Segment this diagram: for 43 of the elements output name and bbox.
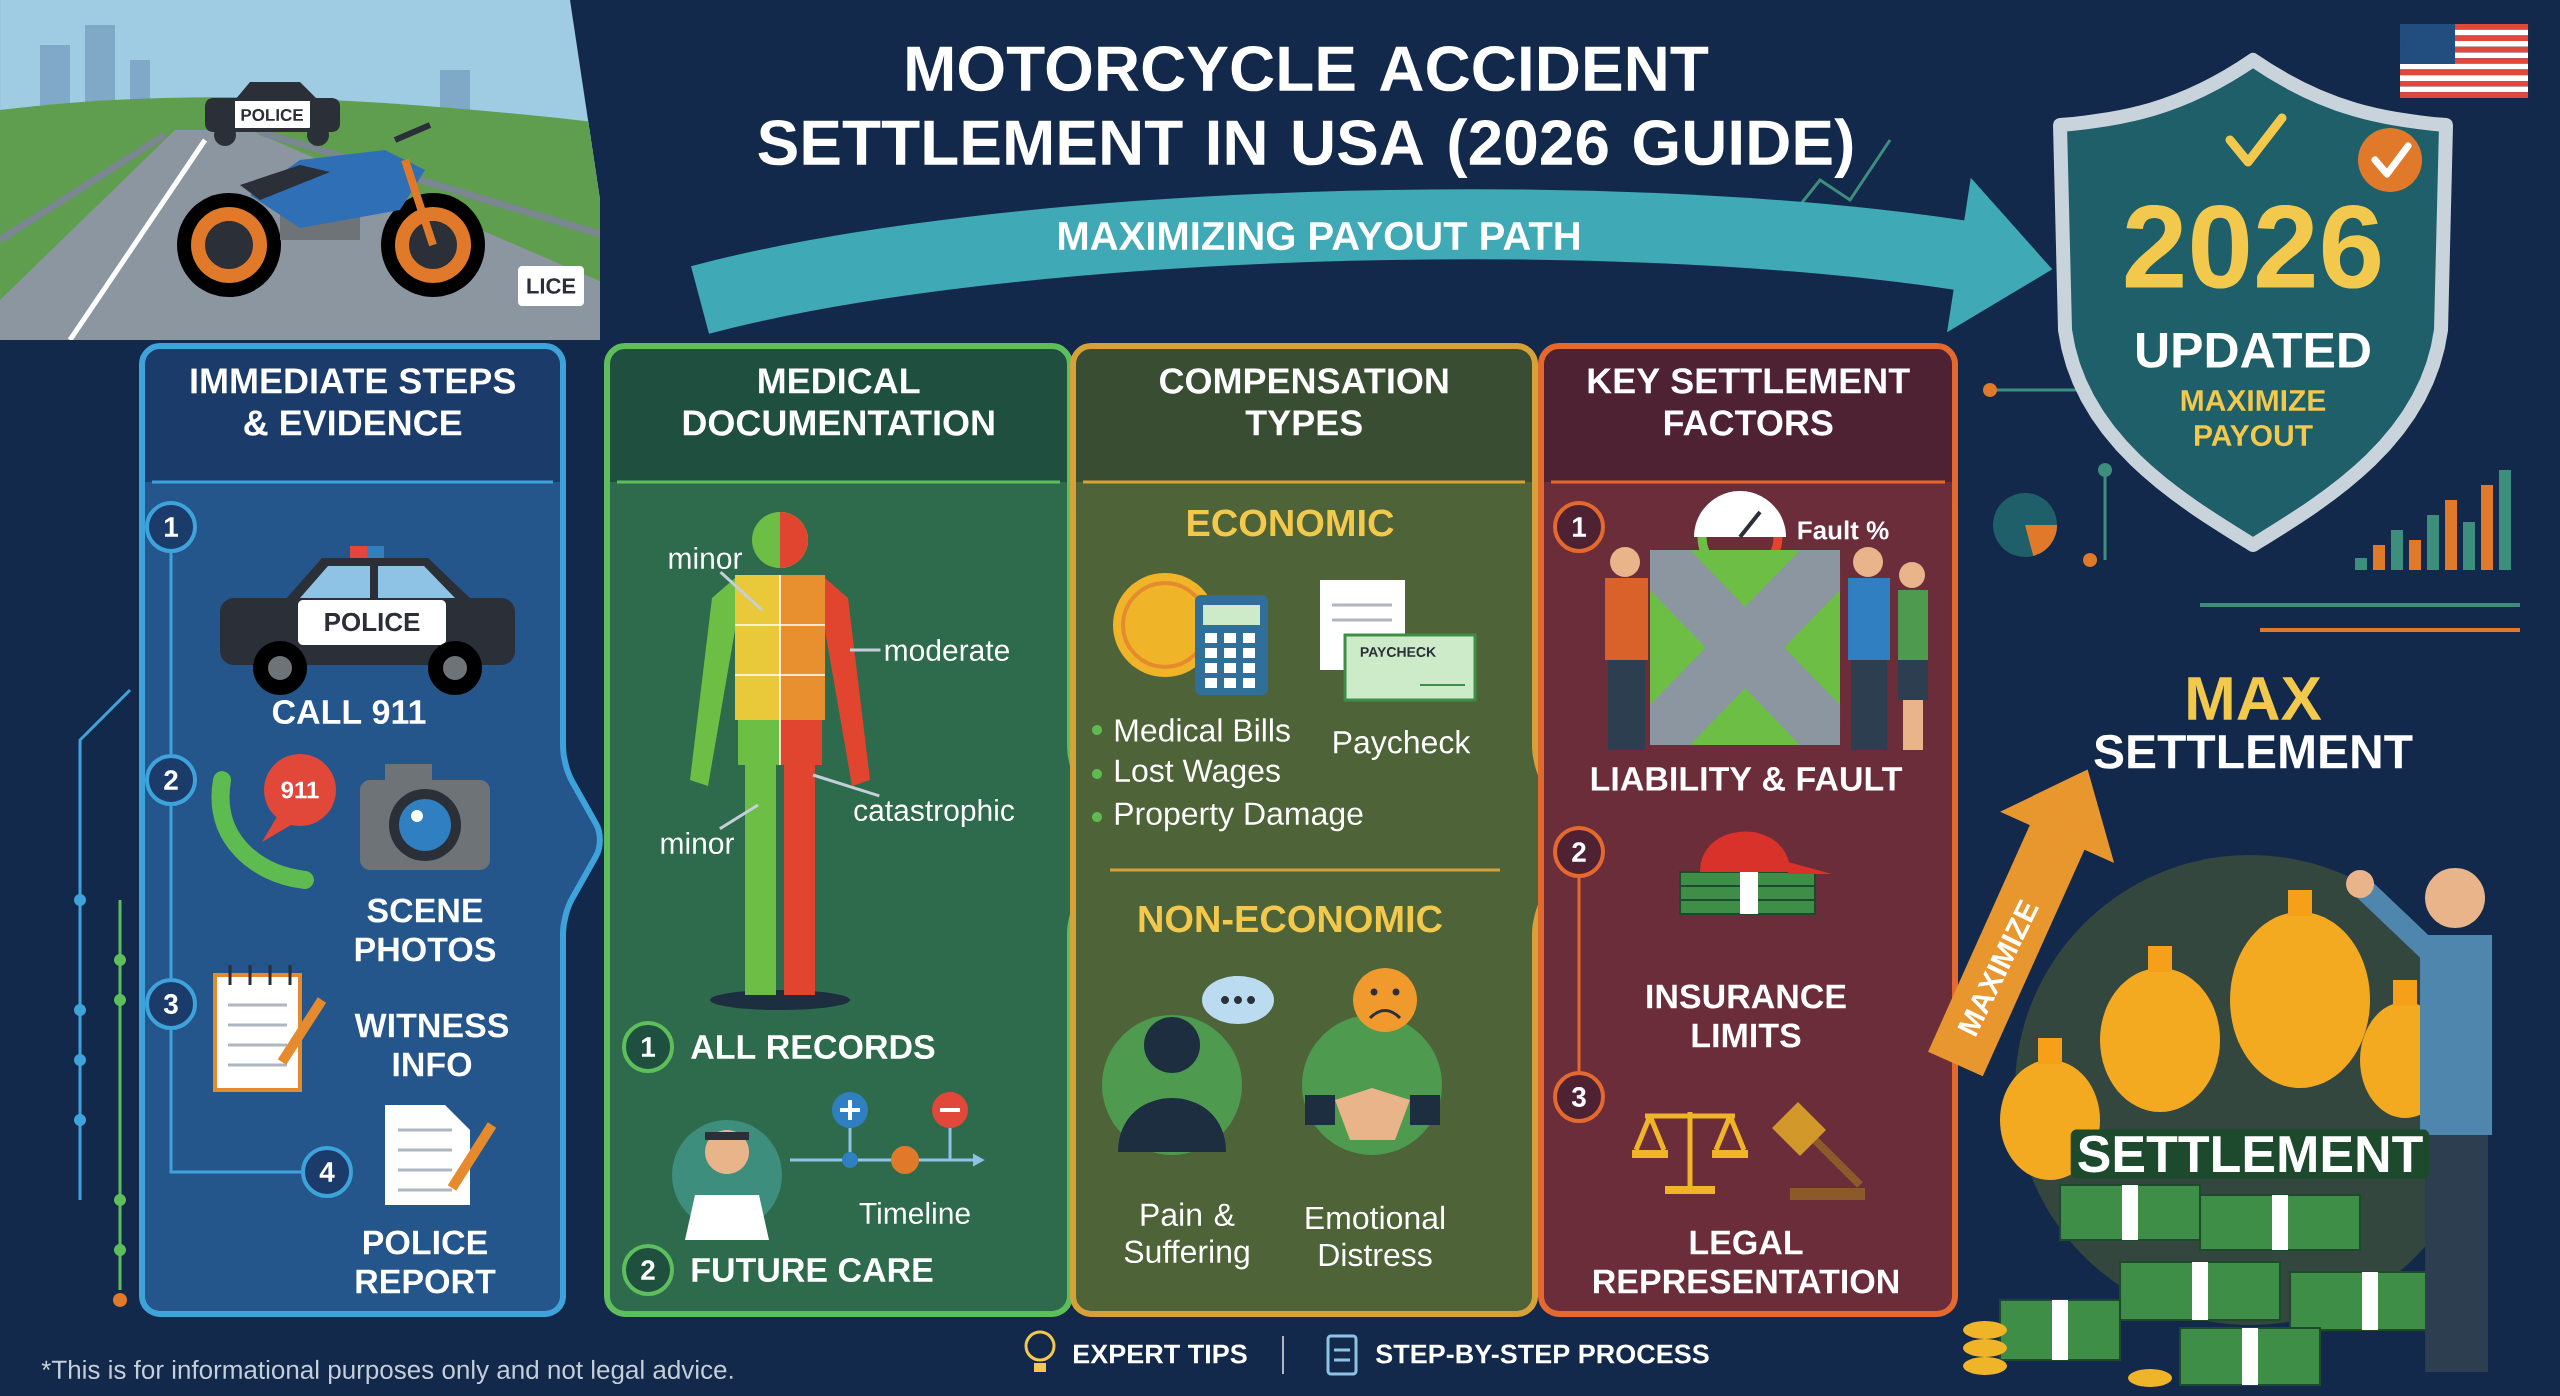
step-label: SCENE PHOTOS (355, 898, 496, 962)
leader-line (850, 648, 881, 652)
bullet-item: Property Damage (1092, 802, 1363, 832)
leader-line (812, 773, 880, 798)
step-connector (169, 806, 173, 978)
shield-badge: 2026 UPDATED MAXIMIZE PAYOUT (2053, 53, 2453, 552)
icon-caption: Pain & Suffering (1124, 1202, 1249, 1270)
injury-label: catastrophic (854, 799, 1015, 827)
step-connector (1577, 878, 1581, 1071)
disclaimer-text: *This is for informational purposes only and not legal advice. (41, 1359, 733, 1385)
injury-label: minor (661, 832, 734, 854)
vehicle-lettering: POLICE (241, 109, 303, 121)
icon-caption: Paycheck (1334, 730, 1471, 760)
footer-item: STEP-BY-STEP PROCESS (1376, 1344, 1709, 1364)
factor-label: INSURANCE LIMITS (1647, 984, 1846, 1048)
step-connector (169, 1030, 301, 1174)
bullet-item: Medical Bills (1092, 718, 1290, 742)
step-label: CALL 911 (272, 699, 426, 725)
leader-line (719, 571, 764, 612)
section-heading: NON-ECONOMIC (1139, 905, 1443, 933)
injury-label: moderate (885, 639, 1010, 661)
section-heading: ECONOMIC (1188, 509, 1394, 537)
sign-lettering: LICE (527, 278, 576, 294)
step-label: ALL RECORDS (691, 1034, 935, 1060)
step-label: FUTURE CARE (692, 1257, 933, 1283)
step-label: POLICE REPORT (356, 1230, 496, 1294)
vehicle-lettering: POLICE (325, 612, 420, 632)
check-lettering: PAYCHECK (1360, 647, 1436, 657)
title: MOTORCYCLE ACCIDENT SETTLEMENT IN USA (2026 GUIDE) (758, 46, 1853, 178)
factor-label: LIABILITY & FAULT (1591, 767, 1903, 791)
gauge-label: Fault % (1798, 520, 1889, 540)
pile-label: SETTLEMENT (2070, 1129, 2430, 1179)
footer-item: EXPERT TIPS (1074, 1344, 1247, 1364)
injury-label: minor (669, 547, 742, 569)
step-label: WITNESS INFO (354, 1013, 509, 1077)
bullet-item: Lost Wages (1092, 759, 1280, 789)
icon-caption: Emotional Distress (1306, 1205, 1444, 1267)
leader-line (719, 803, 759, 831)
edge-label: MAXIMIZING PAYOUT PATH (1053, 218, 1585, 254)
step-connector (169, 553, 173, 754)
bubble-text: 911 (281, 781, 319, 799)
headline-text: MAX SETTLEMENT (2094, 677, 2413, 769)
icon-caption: Timeline (859, 1202, 970, 1224)
